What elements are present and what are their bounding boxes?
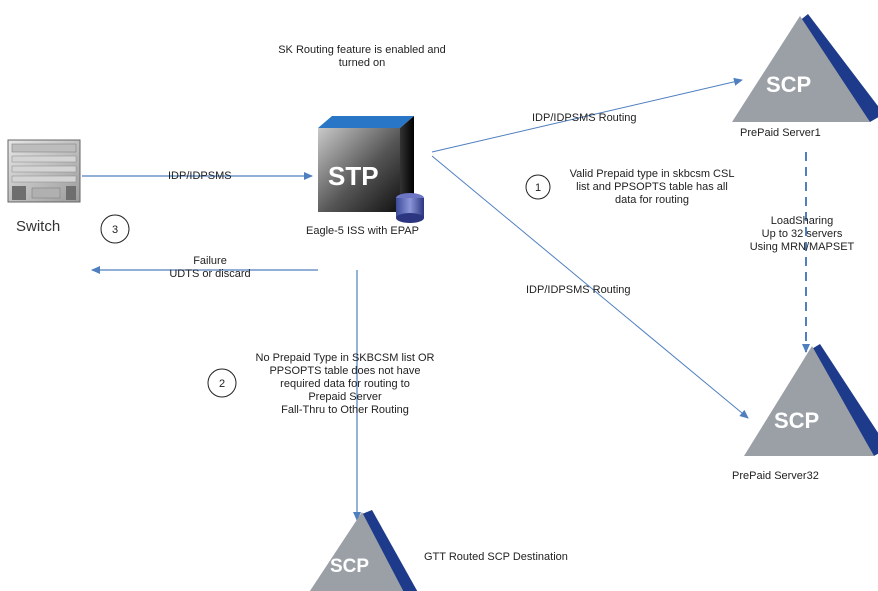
step-1-number: 1 xyxy=(535,182,541,194)
header-note-line-2: turned on xyxy=(338,57,386,69)
switch-node xyxy=(7,139,81,203)
stp-label: Eagle-5 ISS with EPAP xyxy=(306,225,419,237)
failure-line-2: UDTS or discard xyxy=(169,268,251,280)
failure-line-1: Failure xyxy=(193,255,227,267)
scp32-text: SCP xyxy=(774,408,819,433)
step-1-line-3: data for routing xyxy=(615,194,689,206)
scp-gtt-label: GTT Routed SCP Destination xyxy=(424,551,568,563)
scp-gtt-text: SCP xyxy=(330,556,369,577)
scp1-text: SCP xyxy=(766,72,811,97)
arrow-stp-to-scp1 xyxy=(431,77,743,153)
scp1-label: PrePaid Server1 xyxy=(740,127,821,139)
step-3-marker: 3 xyxy=(100,214,130,244)
step-2-marker: 2 xyxy=(207,368,237,398)
stp-node: STP xyxy=(318,116,424,223)
step-2-text: No Prepaid Type in SKBCSM list OR PPSOPT… xyxy=(240,352,450,417)
step-2-line-1: No Prepaid Type in SKBCSM list OR xyxy=(255,352,435,364)
scp32-label: PrePaid Server32 xyxy=(732,470,819,482)
step-3-number: 3 xyxy=(112,224,118,236)
loadsharing-line-1: LoadSharing xyxy=(770,215,834,227)
arrow-stp-to-scp32 xyxy=(431,155,749,419)
switch-to-stp-label: IDP/IDPSMS xyxy=(168,170,232,182)
header-note: SK Routing feature is enabled and turned… xyxy=(252,44,472,70)
stp-text: STP xyxy=(328,161,379,191)
loadsharing-label: LoadSharing Up to 32 servers Using MRN/M… xyxy=(732,215,872,254)
step-2-line-4: Prepaid Server xyxy=(308,391,382,403)
switch-label: Switch xyxy=(16,218,61,235)
step-2-number: 2 xyxy=(219,378,225,390)
stp-to-scp32-label: IDP/IDPSMS Routing xyxy=(526,284,631,296)
step-2-line-3: required data for routing to xyxy=(280,378,410,390)
scp32-node: SCP xyxy=(744,344,878,456)
header-note-line-1: SK Routing feature is enabled and xyxy=(278,44,446,56)
step-1-line-1: Valid Prepaid type in skbcsm CSL xyxy=(569,168,735,180)
stp-to-scp1-label: IDP/IDPSMS Routing xyxy=(532,112,637,124)
loadsharing-line-3: Using MRN/MAPSET xyxy=(749,241,855,253)
step-2-line-5: Fall-Thru to Other Routing xyxy=(281,404,409,416)
step-1-marker: 1 xyxy=(525,174,551,200)
scp1-node: SCP xyxy=(732,14,878,122)
step-1-line-2: list and PPSOPTS table has all xyxy=(576,181,728,193)
failure-label: Failure UDTS or discard xyxy=(150,255,270,281)
step-2-line-2: PPSOPTS table does not have xyxy=(269,365,421,377)
scp-gtt-node: SCP xyxy=(309,510,418,591)
step-1-text: Valid Prepaid type in skbcsm CSL list an… xyxy=(560,168,744,207)
loadsharing-line-2: Up to 32 servers xyxy=(761,228,843,240)
